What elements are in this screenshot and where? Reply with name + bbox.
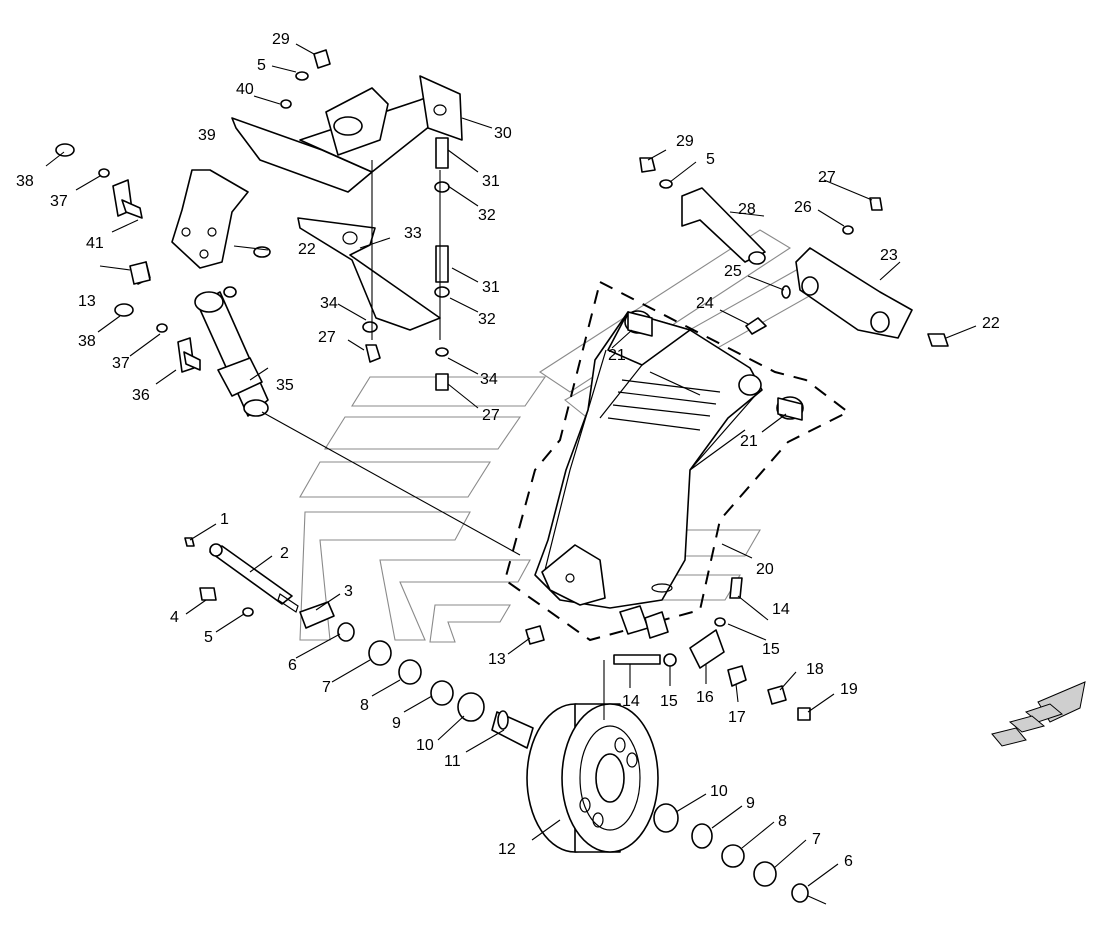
callout-22: 22 [298,241,316,258]
callout-39: 39 [198,127,216,144]
callout-2: 2 [280,545,289,562]
callout-27: 27 [318,329,336,346]
callout-13: 13 [78,293,96,310]
callout-10: 10 [416,737,434,754]
callout-22: 22 [982,315,1000,332]
callout-37: 37 [112,355,130,372]
callout-34: 34 [320,295,338,312]
callout-32: 32 [478,207,496,224]
callout-3: 3 [344,583,353,600]
callout-1: 1 [220,511,229,528]
wheel-bearings-right [653,803,809,903]
hardware-upper-right [639,157,949,347]
callout-14: 14 [622,693,640,710]
callout-9: 9 [392,715,401,732]
callout-10: 10 [710,783,728,800]
callout-5: 5 [257,57,266,74]
callout-41: 41 [86,235,104,252]
callout-6: 6 [288,657,297,674]
callout-26: 26 [794,199,812,216]
callout-29: 29 [272,31,290,48]
callout-8: 8 [778,813,787,830]
callout-32: 32 [478,311,496,328]
callout-9: 9 [746,795,755,812]
callout-27: 27 [818,169,836,186]
front-direction-arrow-icon [991,681,1086,747]
callout-37: 37 [50,193,68,210]
callout-15: 15 [660,693,678,710]
callout-8: 8 [360,697,369,714]
shock-absorber [194,286,269,417]
callout-18: 18 [806,661,824,678]
callout-5: 5 [706,151,715,168]
callout-14: 14 [772,601,790,618]
leader-lines [45,43,977,905]
callout-12: 12 [498,841,516,858]
callout-31: 31 [482,279,500,296]
idler-wheel [526,703,659,853]
callout-7: 7 [322,679,331,696]
callout-25: 25 [724,263,742,280]
tensioner-hardware [129,261,811,721]
callout-13: 13 [488,651,506,668]
callout-27: 27 [482,407,500,424]
callout-15: 15 [762,641,780,658]
callout-17: 17 [728,709,746,726]
callout-28: 28 [738,201,756,218]
callout-19: 19 [840,681,858,698]
callout-34: 34 [480,371,498,388]
callout-40: 40 [236,81,254,98]
callout-16: 16 [696,689,714,706]
callout-38: 38 [78,333,96,350]
callout-11: 11 [444,753,461,770]
callout-5: 5 [204,629,213,646]
callout-29: 29 [676,133,694,150]
callout-33: 33 [404,225,422,242]
callout-35: 35 [276,377,294,394]
callout-4: 4 [170,609,179,626]
callout-36: 36 [132,387,150,404]
callout-7: 7 [812,831,821,848]
swing-arm [503,280,850,642]
callout-labels: 29 5 40 30 39 38 37 31 32 41 22 33 13 31… [16,31,1000,870]
callout-21: 21 [608,347,626,364]
callout-6: 6 [844,853,853,870]
callout-30: 30 [494,125,512,142]
callout-20: 20 [756,561,774,578]
callout-31: 31 [482,173,500,190]
callout-38: 38 [16,173,34,190]
upper-bracket [231,75,463,193]
callout-24: 24 [696,295,714,312]
axle-assembly [184,537,534,749]
callout-21: 21 [740,433,758,450]
callout-23: 23 [880,247,898,264]
shock-bracket [171,169,249,269]
